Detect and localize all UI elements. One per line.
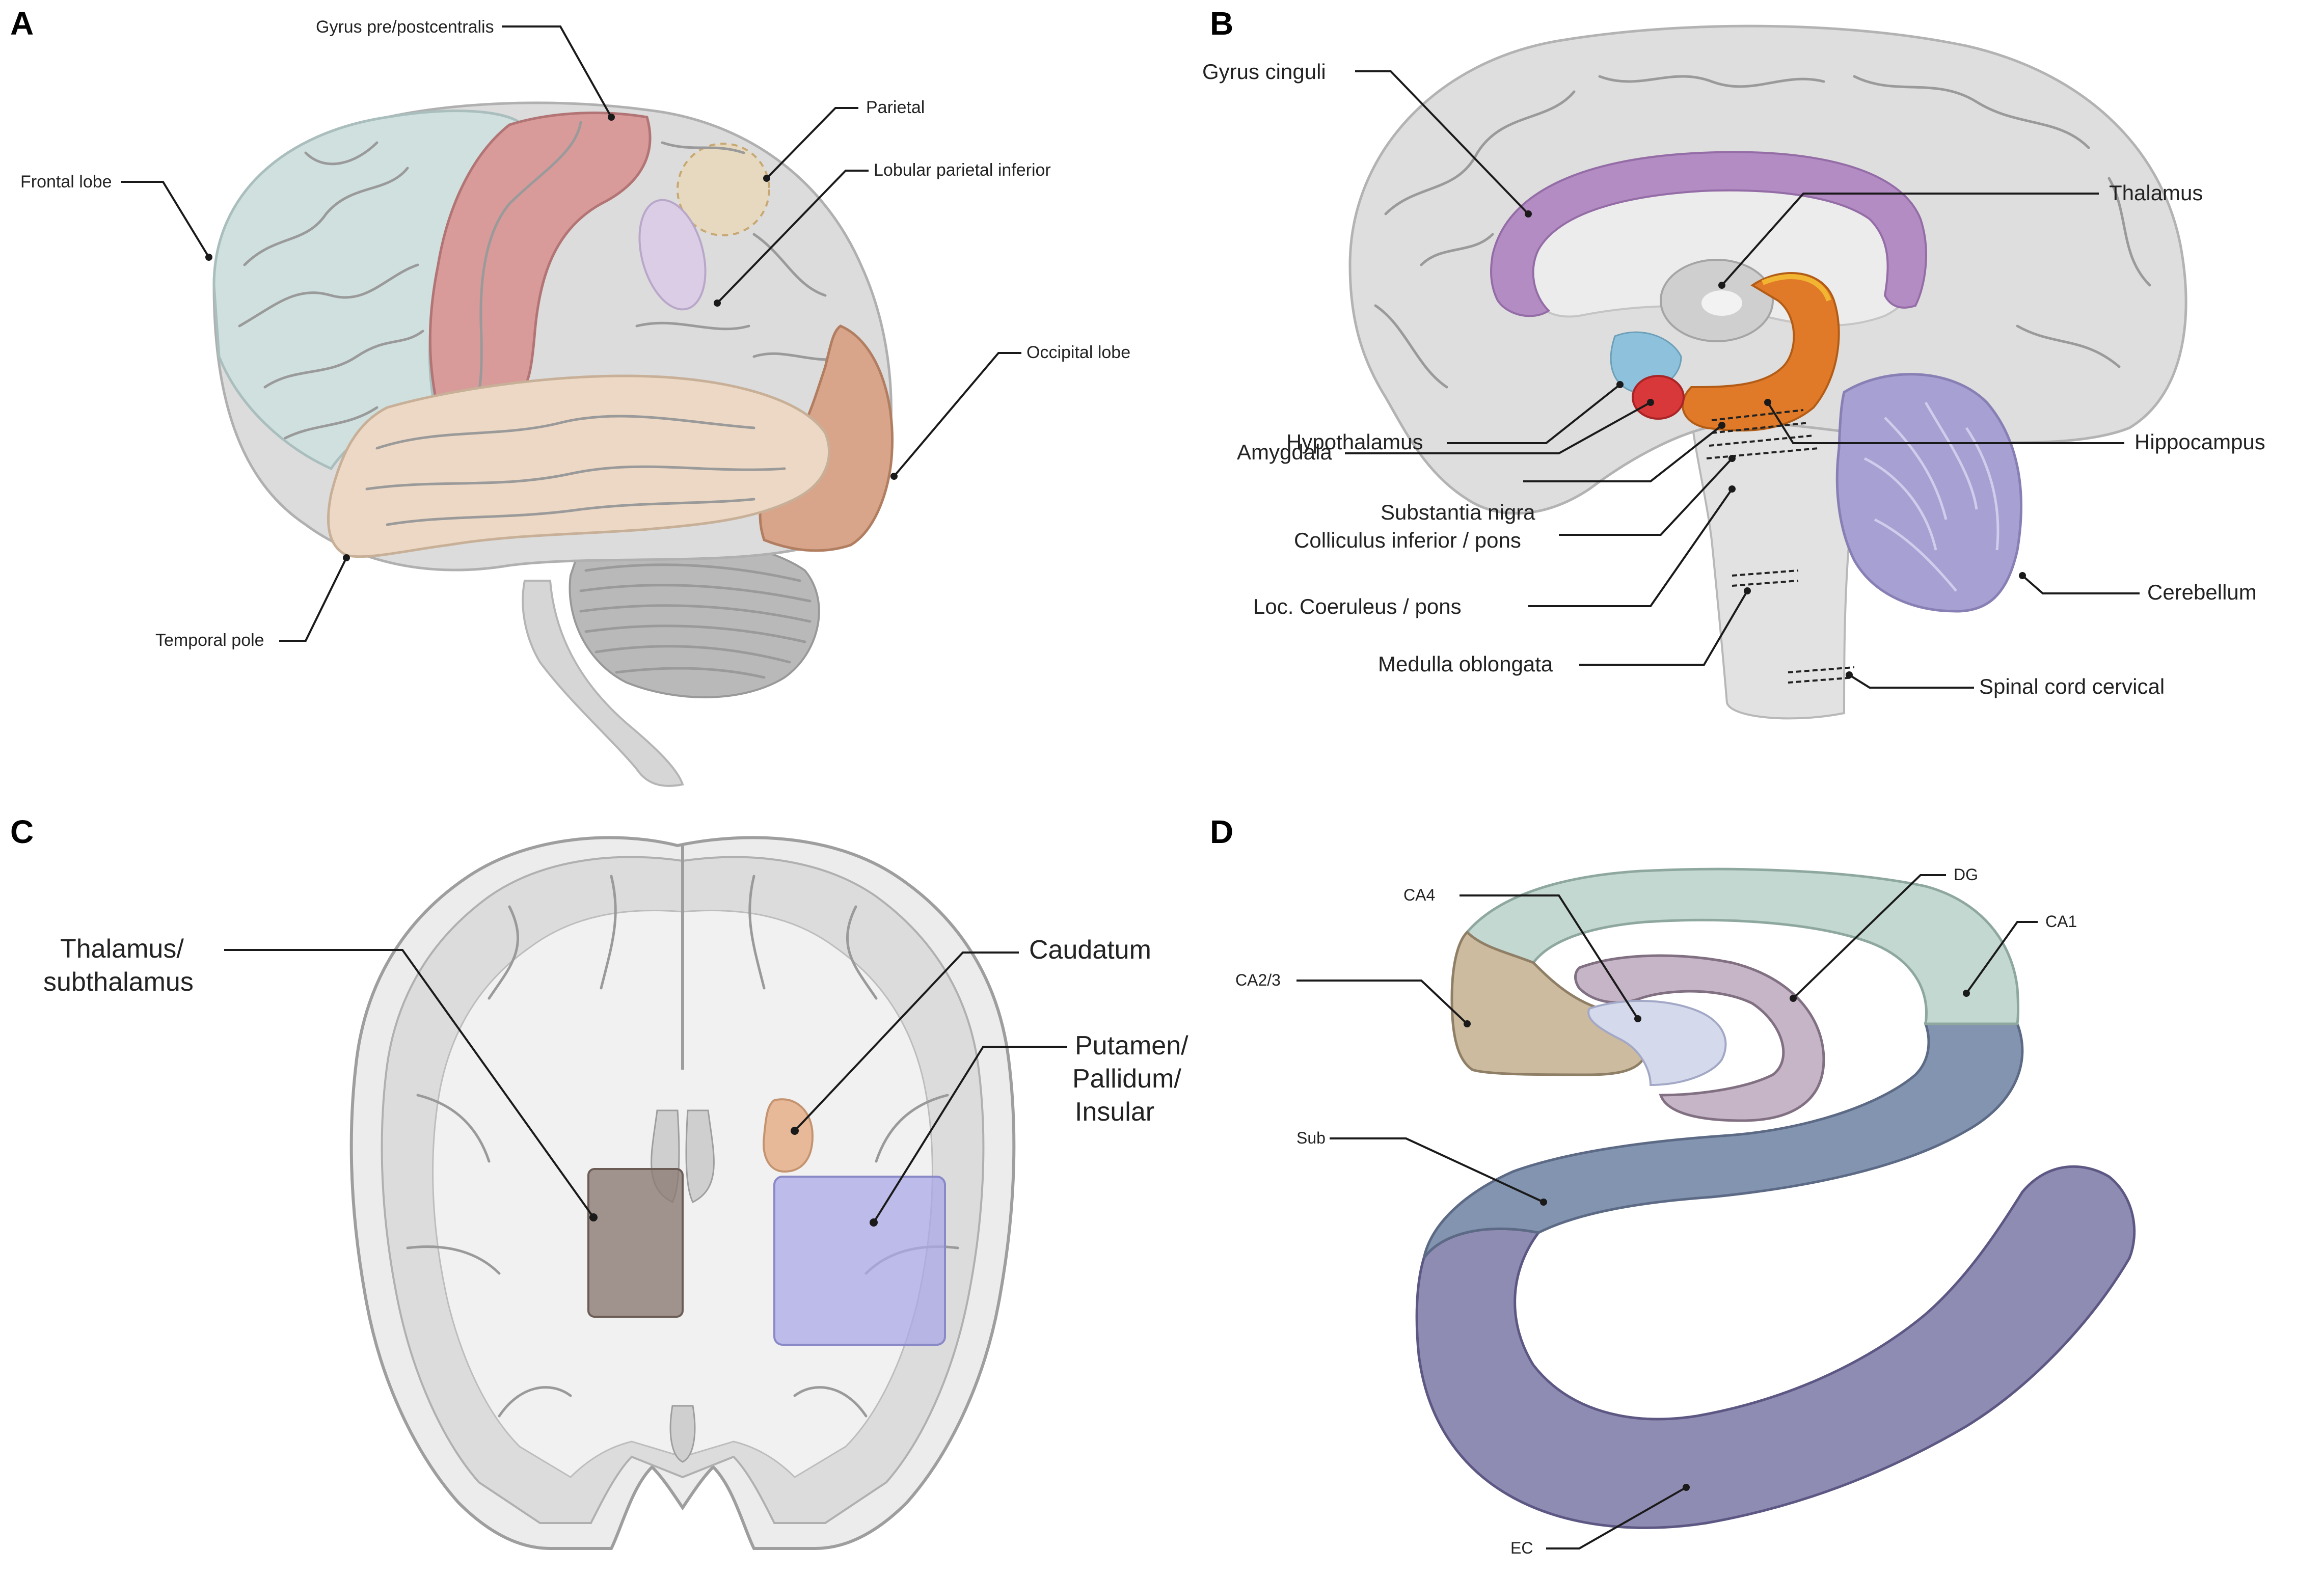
level-markers xyxy=(1706,409,1855,684)
label-loc-coeruleus: Loc. Coeruleus / pons xyxy=(1253,594,1462,618)
label-hypothalamus: Hypothalamus xyxy=(1286,430,1423,454)
label-hippocampus: Hippocampus xyxy=(2134,430,2265,454)
thalamus-subthalamus-box xyxy=(587,1168,684,1318)
label-cerebellum: Cerebellum xyxy=(2147,580,2257,604)
cerebellum-b-folia xyxy=(1863,401,1999,592)
caudatum-shape xyxy=(763,1098,814,1173)
label-thalamus: Thalamus xyxy=(2109,181,2203,205)
label-substantia-nigra: Substantia nigra xyxy=(1381,500,1535,524)
label-colliculus-inferior: Colliculus inferior / pons xyxy=(1294,528,1521,552)
label-caudatum: Caudatum xyxy=(1029,935,1151,965)
panel-a: A xyxy=(10,5,1130,787)
central-sulcus xyxy=(477,121,582,394)
label-frontal-lobe: Frontal lobe xyxy=(20,172,112,192)
label-spinal-cord-cervical: Spinal cord cervical xyxy=(1979,674,2165,698)
ca23-shape xyxy=(1450,930,1648,1076)
gyrus-pre-post-shape xyxy=(428,112,652,399)
putamen-pallidum-insular-box xyxy=(773,1176,946,1346)
hippocampus-shape xyxy=(1682,272,1840,432)
cerebellum-b-shape xyxy=(1835,373,2022,613)
parietal-circle xyxy=(677,143,770,236)
label-lobular-parietal-inferior: Lobular parietal inferior xyxy=(874,160,1051,180)
panel-c: C xyxy=(10,813,1188,1550)
ca4-shape xyxy=(1587,1000,1727,1086)
label-occipital-lobe: Occipital lobe xyxy=(1026,343,1130,362)
panel-b-letter: B xyxy=(1210,5,1233,42)
panel-a-leaders xyxy=(121,25,1021,642)
panel-a-letter: A xyxy=(10,5,34,42)
label-dg: DG xyxy=(1954,865,1978,884)
panel-c-letter: C xyxy=(10,813,34,850)
amygdala-shape xyxy=(1632,375,1685,420)
hippocampus-highlight xyxy=(1762,274,1831,302)
label-putamen-line3: Insular xyxy=(1075,1097,1154,1127)
label-ca23: CA2/3 xyxy=(1235,971,1281,989)
panel-d: D CA4 DG CA1 CA2/ xyxy=(1210,813,2136,1557)
temporal-lobe-shape xyxy=(327,374,830,558)
panel-b: B xyxy=(1202,5,2265,720)
ca1-shape xyxy=(1465,867,2019,1025)
label-ec: EC xyxy=(1510,1539,1533,1557)
label-thalamus-line2: subthalamus xyxy=(43,967,194,997)
label-ca1: CA1 xyxy=(2045,912,2077,931)
label-ca4: CA4 xyxy=(1403,886,1435,904)
label-thalamus-line1: Thalamus/ xyxy=(60,934,184,964)
hemisphere-b-gyri xyxy=(1374,75,2151,389)
panel-d-letter: D xyxy=(1210,813,1233,850)
ec-shape xyxy=(1415,1165,2136,1529)
label-gyrus-cinguli: Gyrus cinguli xyxy=(1202,60,1326,84)
dg-shape xyxy=(1574,954,1825,1122)
cerebellum-a-folia xyxy=(579,563,812,679)
panel-b-leaders xyxy=(1345,70,2140,689)
label-temporal-pole: Temporal pole xyxy=(155,631,264,650)
temporal-gyri xyxy=(365,415,786,526)
panel-d-leaders xyxy=(1296,874,2038,1549)
thalamus-core xyxy=(1701,290,1742,316)
brainstem-shape xyxy=(522,580,684,787)
coronal-sulci xyxy=(406,875,959,1418)
label-amygdala: Amygdala xyxy=(1237,440,1332,464)
label-medulla-oblongata: Medulla oblongata xyxy=(1378,652,1553,676)
panel-c-leaders xyxy=(224,949,1067,1227)
lobular-parietal-inferior-shape xyxy=(638,199,707,311)
frontal-gyri xyxy=(238,141,424,440)
label-parietal: Parietal xyxy=(866,98,925,117)
sub-shape xyxy=(1422,1022,2024,1259)
third-ventricle xyxy=(669,1405,696,1463)
label-sub: Sub xyxy=(1296,1129,1326,1147)
label-putamen-line2: Pallidum/ xyxy=(1072,1064,1181,1094)
label-gyrus-pre-post: Gyrus pre/postcentralis xyxy=(316,17,494,37)
label-putamen-line1: Putamen/ xyxy=(1075,1031,1188,1061)
brainstem-b-shape xyxy=(1690,417,1856,720)
